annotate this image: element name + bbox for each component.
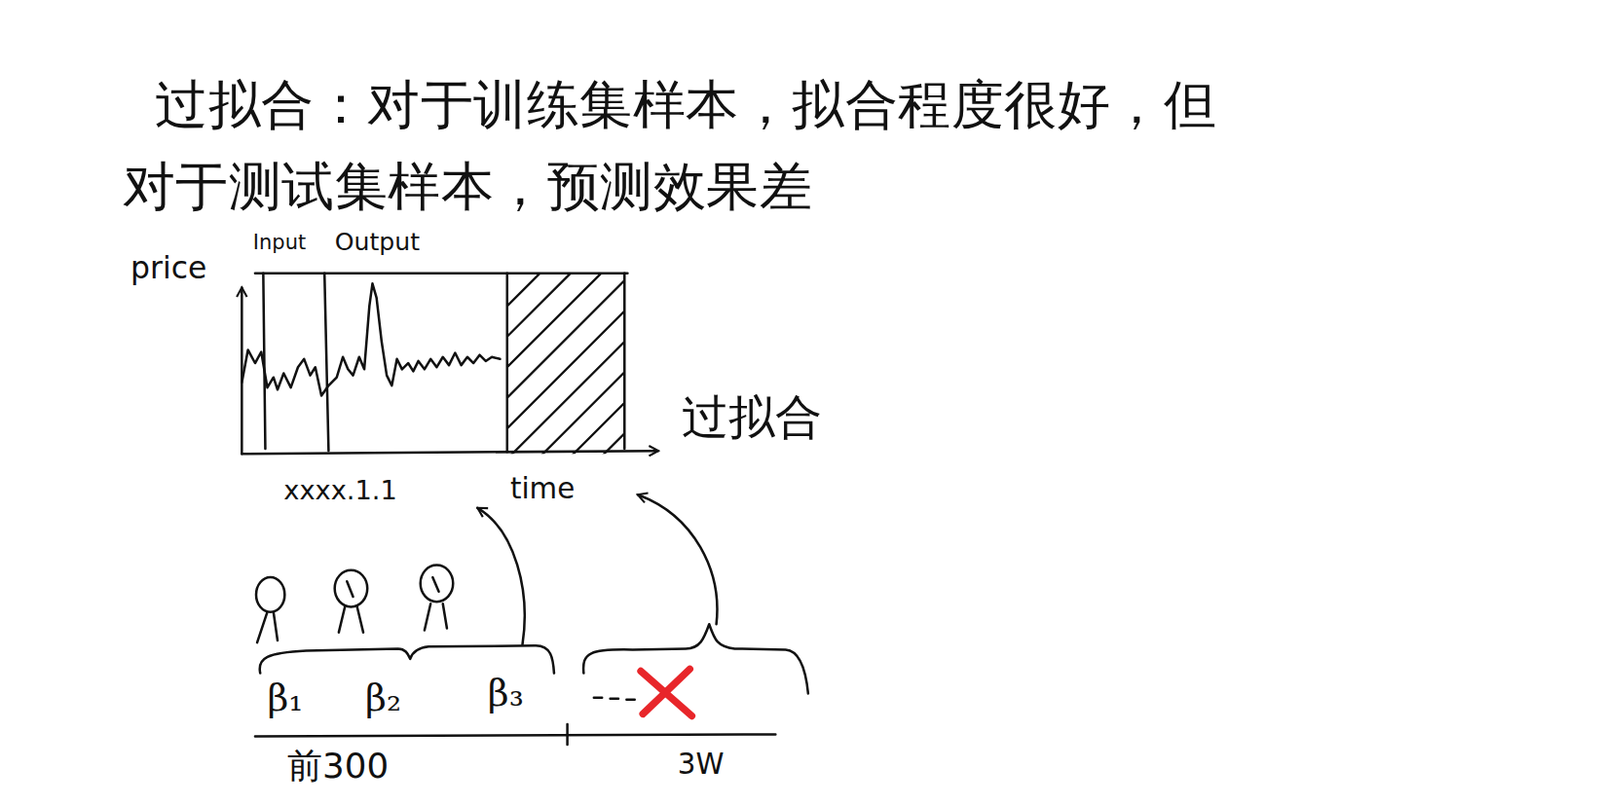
cross-mark [640,669,692,716]
divider [324,273,329,451]
date-label: xxxx.1.1 [283,476,397,506]
axis-label: time [510,474,575,506]
axis-label: price [130,251,207,286]
brace [583,624,809,694]
frame-top [255,272,628,276]
count-label: 前300 [287,747,389,786]
price-line [241,283,500,396]
brace [260,645,555,673]
pointer-arrow [637,494,718,625]
note-label: 过拟合 [681,391,823,444]
person-figure [256,577,285,643]
parameter-label: β₃ [487,673,524,714]
count-label: 3W [677,749,725,782]
person-figure [334,570,369,633]
x-axis [241,450,659,454]
y-axis [240,287,244,454]
title-note: 过拟合：对于训练集样本，拟合程度很好，但对于测试集样本，预测效果差 [122,63,1256,227]
person-figure [420,564,454,631]
pointer-arrow [477,508,524,645]
parameter-label: β₁ [267,678,304,719]
divider [506,273,510,452]
split-tick [565,724,569,745]
divider [623,273,627,449]
baseline [255,734,776,737]
column-label: Output [334,228,420,257]
parameter-label: β₂ [365,678,402,719]
ellipsis-dashes [594,698,635,701]
column-label: Input [253,230,306,254]
hatching [507,273,626,454]
